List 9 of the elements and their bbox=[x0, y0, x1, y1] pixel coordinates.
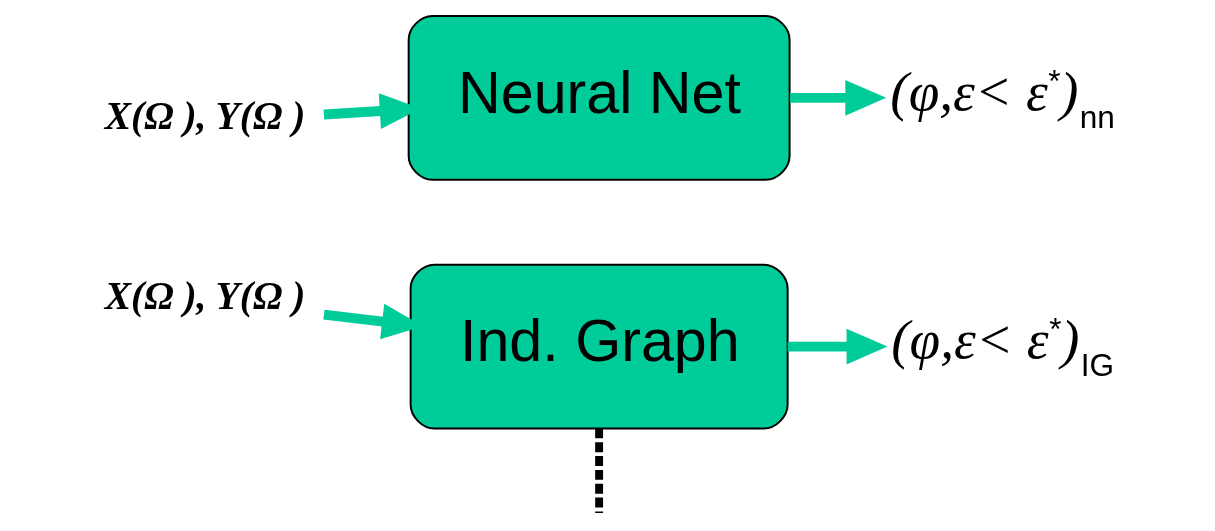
arrow bbox=[787, 328, 887, 365]
connector bbox=[594, 428, 603, 514]
node-text: (φ,ε< ε$^{*}$)$_{nn}$ bbox=[889, 60, 1115, 135]
node-box: Neural Net bbox=[407, 14, 791, 181]
arrow bbox=[789, 79, 886, 116]
node-text: X(Ω ), Y(Ω ) bbox=[104, 94, 305, 139]
node-text: X(Ω ), Y(Ω ) bbox=[104, 274, 305, 319]
node-box: Ind. Graph bbox=[409, 263, 789, 430]
node-text: (φ,ε< ε$^{*}$)$_{IG}$ bbox=[890, 309, 1114, 384]
